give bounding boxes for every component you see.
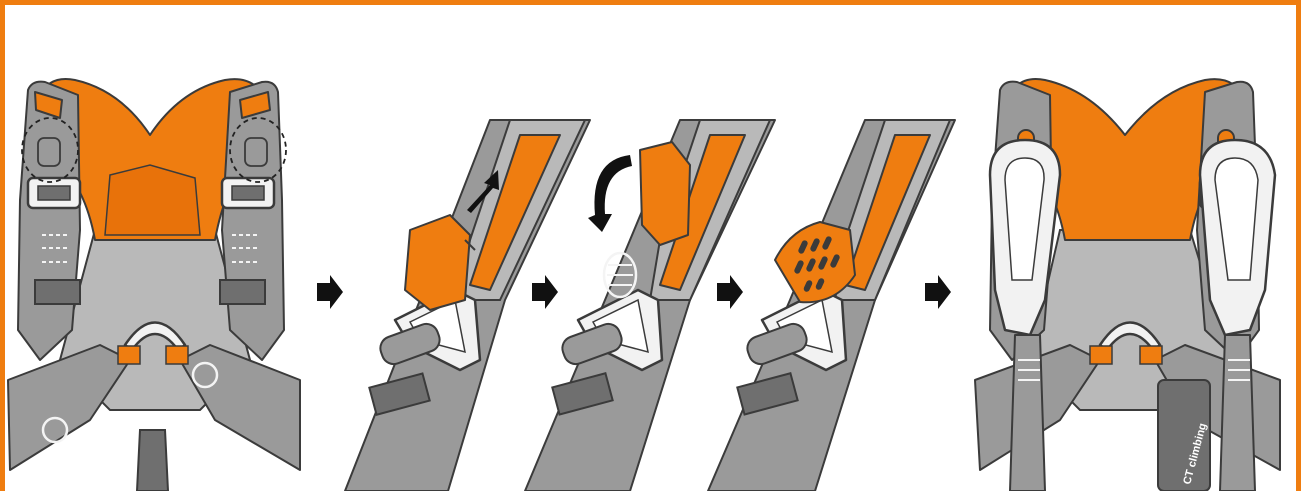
rotate-arrow-icon	[588, 155, 632, 232]
harness-with-lanyard-connectors: CT climbing	[975, 79, 1280, 491]
arrow-right-icon	[317, 275, 343, 309]
arrow-right-icon	[925, 275, 951, 309]
harness-front-view	[8, 79, 300, 491]
arrow-right-icon	[532, 275, 558, 309]
arrow-right-icon	[717, 275, 743, 309]
